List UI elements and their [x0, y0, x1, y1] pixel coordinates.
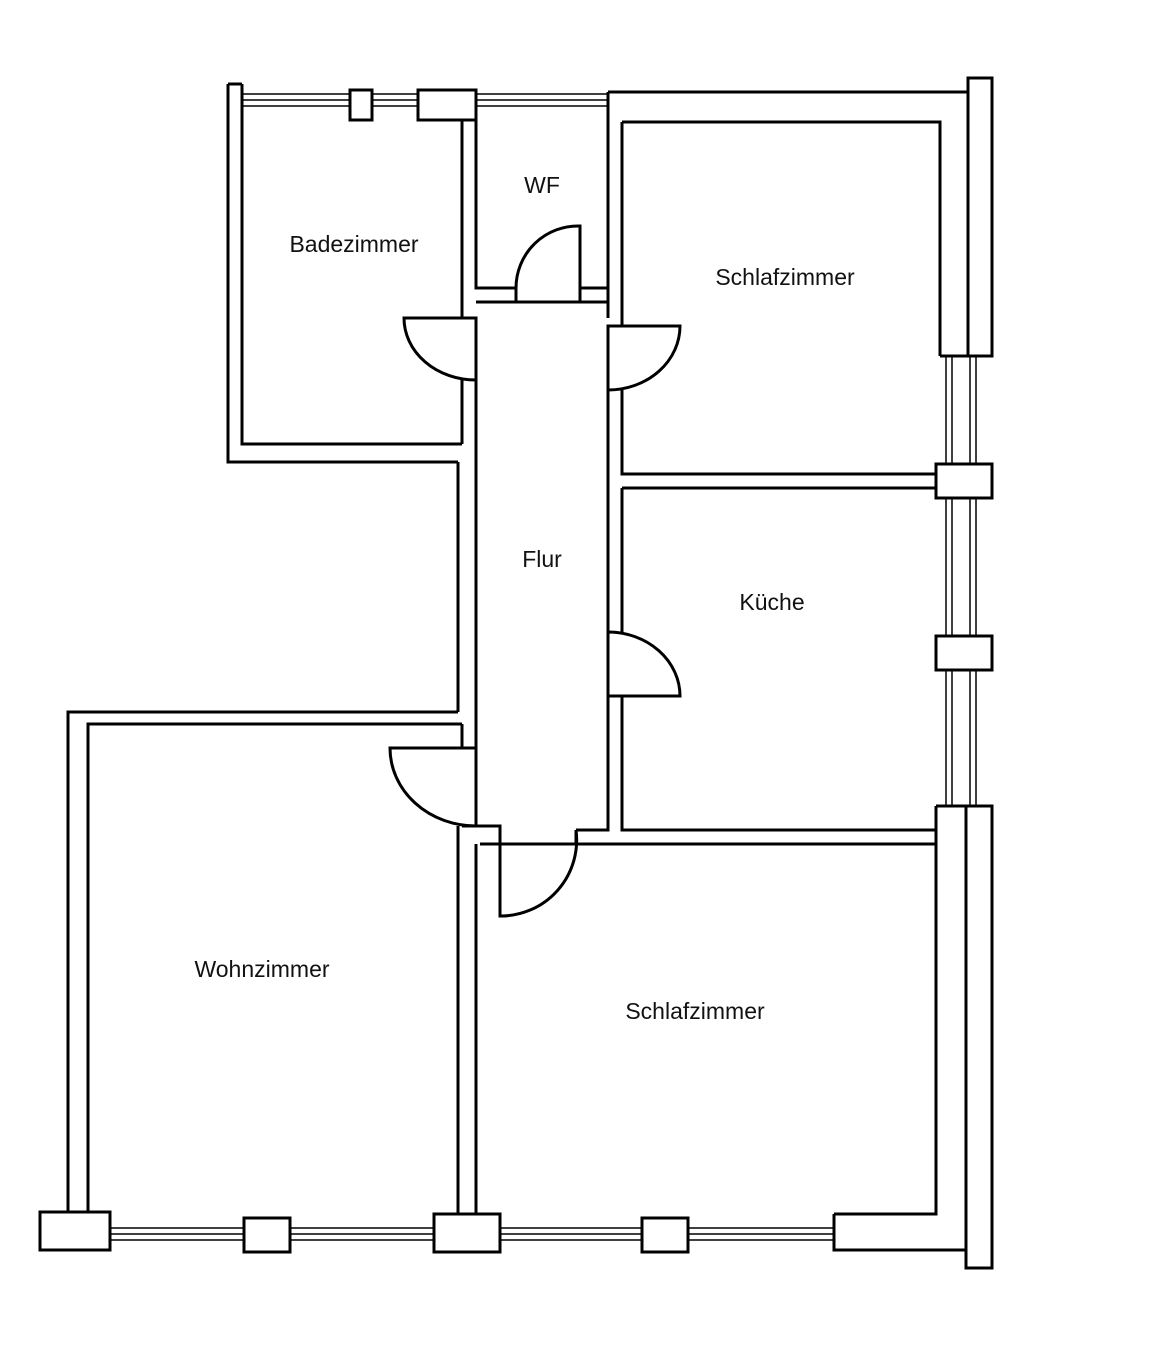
label-schlafzimmer-oben: Schlafzimmer — [715, 264, 855, 290]
window-right-schlafzimmer — [934, 356, 994, 500]
label-wohnzimmer: Wohnzimmer — [194, 956, 329, 982]
window-bottom — [38, 1210, 834, 1254]
label-schlafzimmer-unten: Schlafzimmer — [625, 998, 765, 1024]
door-wohnzimmer — [388, 746, 478, 828]
wall-kueche — [576, 488, 936, 846]
wall-schlafzimmer-unten — [832, 804, 994, 1270]
door-wf — [514, 224, 582, 304]
door-schlafzimmer-oben — [606, 324, 682, 392]
door-badezimmer — [402, 316, 478, 382]
label-wf: WF — [524, 172, 560, 198]
wall-wohnzimmer — [66, 710, 502, 1214]
wall-schlafzimmer-oben — [606, 76, 994, 632]
label-kueche: Küche — [739, 589, 804, 615]
door-schlafzimmer-unten — [498, 829, 579, 918]
label-flur: Flur — [522, 546, 562, 572]
window-right-kueche — [934, 498, 994, 806]
window-top-badezimmer — [242, 88, 608, 122]
wall-badezimmer — [226, 82, 516, 712]
label-badezimmer: Badezimmer — [289, 231, 418, 257]
wall-wf — [474, 92, 610, 318]
door-kueche — [606, 630, 682, 698]
